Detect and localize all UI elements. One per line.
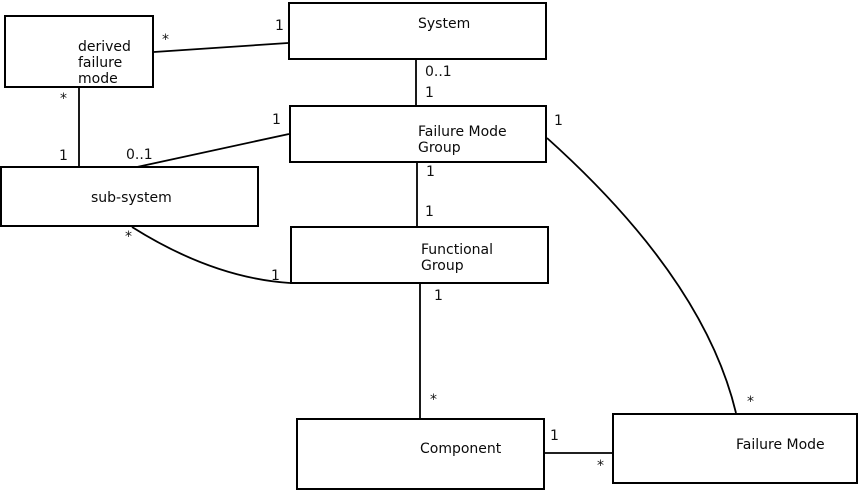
- multiplicity-component-failure-mode-star: *: [597, 458, 604, 474]
- multiplicity-derived-failure-mode-system-one: 1: [275, 18, 284, 34]
- multiplicity-functional-group-component-star: *: [430, 392, 437, 408]
- entity-label-functional-group: Functional Group: [421, 242, 494, 274]
- multiplicity-system-failure-mode-group-zero-one: 0..1: [425, 64, 452, 80]
- multiplicity-failure-mode-group-failure-mode-star: *: [747, 394, 754, 410]
- multiplicity-derived-failure-mode-subsystem-star: *: [60, 91, 67, 107]
- entity-box-failure-mode: [612, 413, 858, 484]
- entity-label-component: Component: [420, 441, 502, 457]
- entity-box-derived-failure-mode: [4, 15, 154, 88]
- connector-derived-failure-mode-system: [153, 42, 289, 53]
- multiplicity-component-failure-mode-one: 1: [550, 428, 559, 444]
- entity-box-functional-group: [290, 226, 549, 284]
- multiplicity-subsystem-functional-group-one: 1: [271, 268, 280, 284]
- multiplicity-failure-mode-group-functional-group-one: 1: [426, 164, 435, 180]
- connector-subsystem-functional-group: [131, 226, 291, 284]
- multiplicity-derived-failure-mode-system-star: *: [162, 32, 169, 48]
- multiplicity-subsystem-functional-group-star: *: [125, 229, 132, 245]
- entity-label-sub-system: sub-system: [91, 190, 172, 206]
- entity-box-failure-mode-group: [289, 105, 547, 163]
- multiplicity-derived-failure-mode-subsystem-one: 1: [59, 148, 68, 164]
- multiplicity-functional-group-failure-mode-group-one: 1: [425, 204, 434, 220]
- entity-label-failure-mode-group: Failure Mode Group: [418, 124, 507, 156]
- connector-failure-mode-group-failure-mode: [546, 137, 737, 414]
- entity-box-system: [288, 2, 547, 60]
- multiplicity-functional-group-component-one: 1: [434, 288, 443, 304]
- multiplicity-subsystem-failure-mode-group-zero-one: 0..1: [126, 147, 153, 163]
- entity-label-derived-failure-mode: derived failure mode: [78, 39, 131, 87]
- entity-box-sub-system: [0, 166, 259, 227]
- entity-label-system: System: [418, 16, 471, 32]
- multiplicity-subsystem-failure-mode-group-one: 1: [272, 112, 281, 128]
- multiplicity-system-failure-mode-group-one: 1: [425, 85, 434, 101]
- connector-subsystem-failure-mode-group: [136, 133, 290, 168]
- multiplicity-failure-mode-group-failure-mode-one: 1: [554, 113, 563, 129]
- entity-label-failure-mode: Failure Mode: [736, 437, 825, 453]
- entity-box-component: [296, 418, 545, 490]
